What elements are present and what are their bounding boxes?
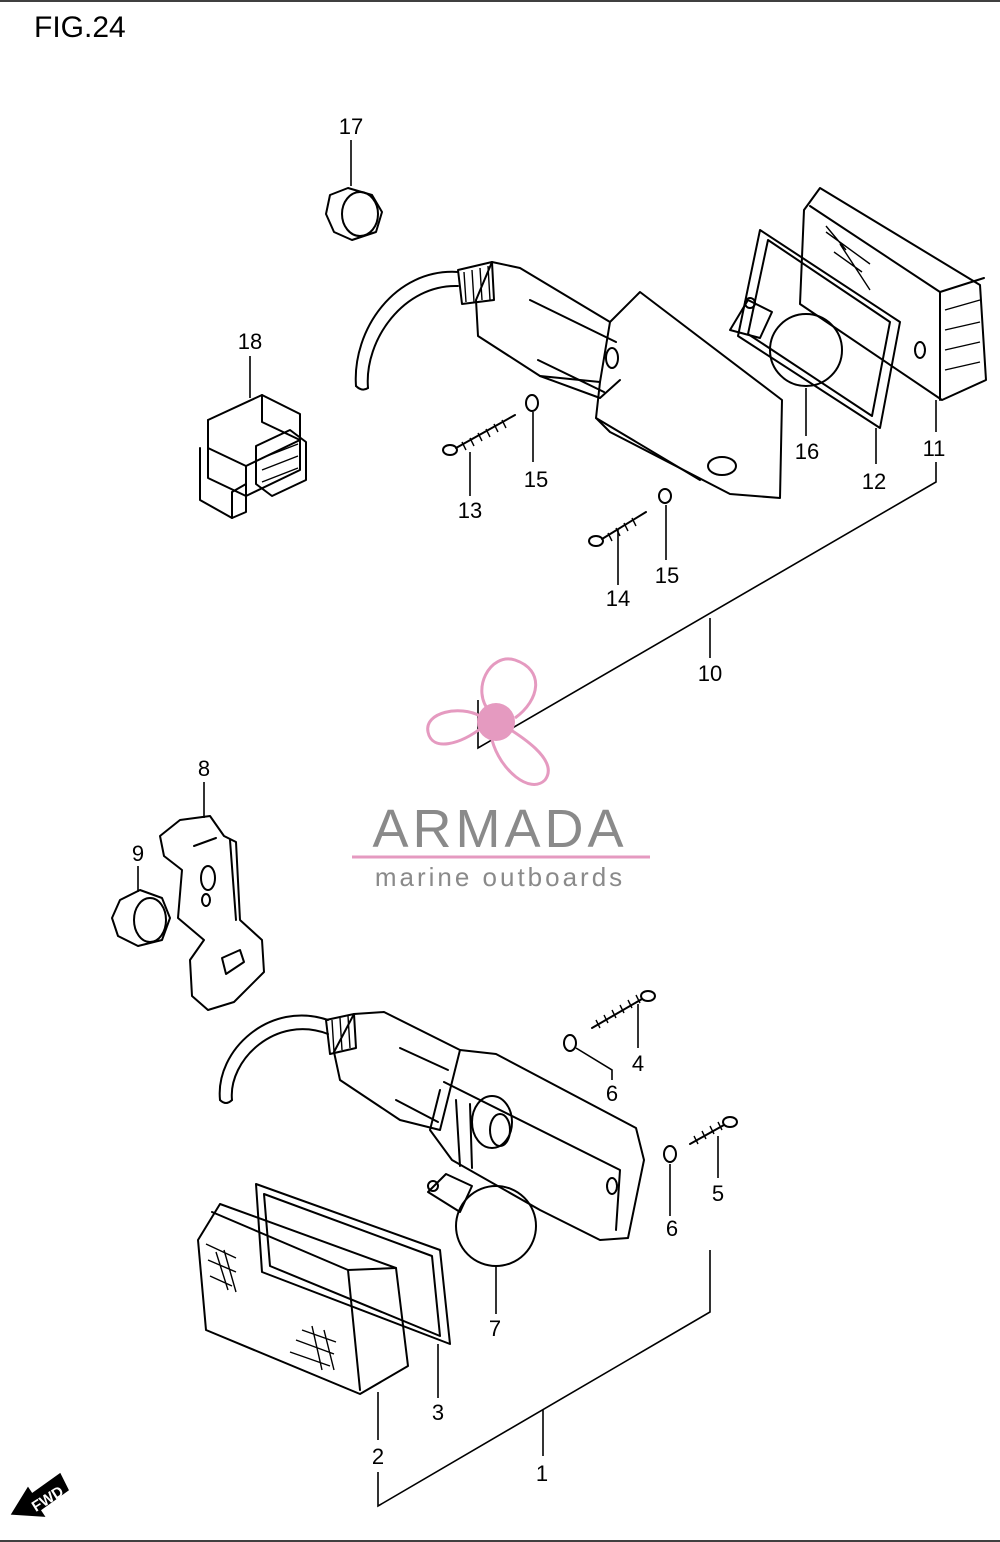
propeller-hub bbox=[477, 703, 515, 741]
part-13-screw bbox=[442, 414, 516, 456]
leader-6a bbox=[575, 1047, 613, 1080]
callout-14: 14 bbox=[606, 586, 630, 611]
callout-6-lower: 6 bbox=[666, 1216, 678, 1241]
part-18-connector bbox=[199, 394, 307, 519]
callout-5: 5 bbox=[712, 1181, 724, 1206]
part-15-washer-lower bbox=[658, 488, 672, 504]
upper-wire-inner bbox=[366, 284, 459, 389]
part-11-lens bbox=[799, 187, 987, 401]
figure-title: FIG.24 bbox=[34, 11, 126, 44]
upper-wire-end bbox=[355, 385, 369, 391]
callout-15-lower: 15 bbox=[655, 563, 679, 588]
callout-11: 11 bbox=[923, 436, 946, 461]
callout-7: 7 bbox=[489, 1316, 501, 1341]
watermark-tagline: marine outboards bbox=[375, 862, 625, 892]
callout-13: 13 bbox=[458, 498, 482, 523]
lower-wire-inner bbox=[230, 1028, 329, 1101]
callout-17: 17 bbox=[339, 114, 363, 139]
propeller-icon bbox=[426, 657, 550, 786]
callout-8: 8 bbox=[198, 756, 210, 781]
upper-wire bbox=[354, 270, 459, 387]
part-1-lower-signal-body bbox=[325, 1011, 645, 1241]
part-12-gasket bbox=[737, 229, 901, 429]
part-8-bracket bbox=[159, 815, 265, 1011]
callout-16: 16 bbox=[795, 439, 819, 464]
callout-9: 9 bbox=[132, 841, 144, 866]
fwd-direction-marker: FWD bbox=[10, 1472, 69, 1517]
part-3-gasket bbox=[255, 1183, 451, 1345]
leader-1-bracket bbox=[377, 1250, 711, 1508]
leader-10-bracket bbox=[477, 462, 937, 750]
callout-1: 1 bbox=[536, 1461, 548, 1486]
part-17-grommet bbox=[325, 187, 383, 241]
callout-3: 3 bbox=[432, 1400, 444, 1425]
part-6-washer-lower bbox=[663, 1145, 677, 1163]
part-10-upper-signal-body bbox=[457, 261, 783, 499]
part-9-nut bbox=[111, 889, 171, 947]
fwd-arrow-icon bbox=[10, 1472, 69, 1517]
part-4-screw bbox=[591, 990, 656, 1029]
part-7-bulb bbox=[427, 1173, 537, 1267]
watermark-brand: ARMADA bbox=[372, 799, 627, 859]
callout-10: 10 bbox=[698, 661, 722, 686]
lower-wire bbox=[218, 1014, 329, 1101]
watermark-logo: ARMADA marine outboards bbox=[352, 657, 650, 892]
callout-15-upper: 15 bbox=[524, 467, 548, 492]
part-15-washer-upper bbox=[525, 394, 539, 412]
callout-2: 2 bbox=[372, 1444, 384, 1469]
part-6-washer-upper bbox=[563, 1034, 577, 1052]
part-2-lens bbox=[197, 1203, 409, 1395]
callout-6-upper: 6 bbox=[606, 1081, 618, 1106]
callout-4: 4 bbox=[632, 1051, 644, 1076]
part-5-screw bbox=[689, 1116, 738, 1145]
lower-wire-end bbox=[219, 1099, 233, 1104]
callout-18: 18 bbox=[238, 329, 262, 354]
callout-12: 12 bbox=[862, 469, 886, 494]
